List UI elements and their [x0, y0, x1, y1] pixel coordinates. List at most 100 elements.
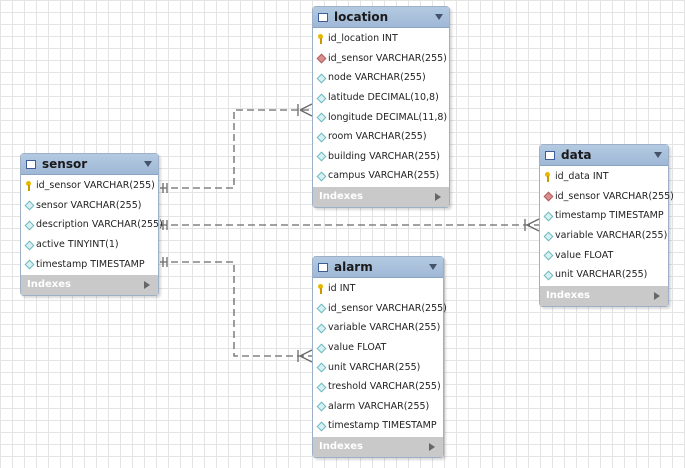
column-icon	[317, 343, 325, 353]
column-row[interactable]: node VARCHAR(255)	[313, 68, 449, 88]
table-title: sensor	[42, 157, 88, 171]
column-row[interactable]: campus VARCHAR(255)	[313, 166, 449, 186]
column-icon	[317, 93, 325, 103]
relationship-sensor-alarm[interactable]	[160, 257, 313, 363]
table-sensor[interactable]: sensor id_sensor VARCHAR(255) sensor VARC…	[20, 153, 163, 296]
expand-arrow-icon[interactable]	[144, 280, 150, 289]
table-title: alarm	[334, 260, 373, 274]
column-icon	[317, 132, 325, 142]
column-row[interactable]: unit VARCHAR(255)	[540, 265, 668, 285]
column-label: description VARCHAR(255)	[36, 219, 163, 231]
table-header[interactable]: sensor	[21, 154, 158, 175]
table-header[interactable]: data	[540, 145, 668, 166]
column-icon	[25, 259, 33, 269]
column-label: active TINYINT(1)	[36, 239, 119, 251]
column-row[interactable]: id_sensor VARCHAR(255)	[21, 176, 158, 196]
column-label: node VARCHAR(255)	[328, 72, 426, 84]
primary-key-icon	[544, 171, 552, 182]
column-row[interactable]: unit VARCHAR(255)	[313, 357, 443, 377]
column-list: id INT id_sensor VARCHAR(255) variable VAR…	[313, 278, 447, 436]
column-row[interactable]: id_sensor VARCHAR(255)	[313, 299, 447, 319]
column-row[interactable]: id_sensor VARCHAR(255)	[540, 187, 674, 207]
indexes-section[interactable]: Indexes	[313, 186, 449, 207]
column-row[interactable]: id_data INT	[540, 167, 668, 187]
column-label: value FLOAT	[328, 342, 387, 354]
relationship-sensor-location[interactable]	[160, 103, 313, 193]
column-icon	[317, 323, 325, 333]
table-location[interactable]: location id_location INT id_sensor VARCHA…	[312, 6, 450, 208]
column-label: campus VARCHAR(255)	[328, 170, 440, 182]
column-label: latitude DECIMAL(10,8)	[328, 92, 439, 104]
column-label: id_sensor VARCHAR(255)	[328, 52, 447, 64]
column-label: building VARCHAR(255)	[328, 150, 441, 162]
column-row[interactable]: value FLOAT	[313, 338, 443, 358]
table-icon	[545, 150, 555, 160]
table-alarm[interactable]: alarm id INT id_sensor VARCHAR(255) variab…	[312, 256, 447, 458]
column-label: sensor VARCHAR(255)	[36, 199, 142, 211]
expand-arrow-icon[interactable]	[435, 192, 441, 201]
column-list: id_location INT id_sensor VARCHAR(255) nod…	[313, 28, 449, 186]
collapse-arrow-icon[interactable]	[429, 264, 437, 270]
indexes-label: Indexes	[319, 441, 363, 453]
column-icon	[317, 382, 325, 392]
column-icon	[317, 421, 325, 431]
column-row[interactable]: id INT	[313, 279, 443, 299]
column-list: id_sensor VARCHAR(255) sensor VARCHAR(255…	[21, 175, 163, 274]
column-row[interactable]: sensor VARCHAR(255)	[21, 196, 158, 216]
expand-arrow-icon[interactable]	[429, 442, 435, 451]
column-row[interactable]: room VARCHAR(255)	[313, 127, 449, 147]
collapse-arrow-icon[interactable]	[435, 14, 443, 20]
expand-arrow-icon[interactable]	[654, 291, 660, 300]
column-icon	[544, 270, 552, 280]
column-row[interactable]: variable VARCHAR(255)	[313, 318, 443, 338]
table-header[interactable]: alarm	[313, 257, 443, 278]
column-icon	[317, 401, 325, 411]
column-icon	[544, 231, 552, 241]
column-label: unit VARCHAR(255)	[328, 361, 421, 373]
indexes-section[interactable]: Indexes	[21, 274, 158, 295]
column-row[interactable]: id_location INT	[313, 29, 449, 49]
column-label: id INT	[328, 283, 356, 295]
column-row[interactable]: treshold VARCHAR(255)	[313, 377, 443, 397]
column-row[interactable]: building VARCHAR(255)	[313, 147, 449, 167]
column-icon	[317, 112, 325, 122]
column-icon	[317, 171, 325, 181]
column-row[interactable]: alarm VARCHAR(255)	[313, 397, 443, 417]
column-row[interactable]: timestamp TIMESTAMP	[313, 416, 443, 436]
primary-key-icon	[25, 180, 33, 191]
table-title: data	[561, 148, 592, 162]
column-label: room VARCHAR(255)	[328, 131, 427, 143]
column-row[interactable]: timestamp TIMESTAMP	[540, 206, 668, 226]
column-icon	[544, 250, 552, 260]
indexes-section[interactable]: Indexes	[313, 436, 443, 457]
indexes-label: Indexes	[546, 290, 590, 302]
column-row[interactable]: id_sensor VARCHAR(255)	[313, 49, 449, 69]
collapse-arrow-icon[interactable]	[144, 161, 152, 167]
column-icon	[25, 240, 33, 250]
column-icon	[25, 200, 33, 210]
column-row[interactable]: latitude DECIMAL(10,8)	[313, 88, 449, 108]
column-label: treshold VARCHAR(255)	[328, 381, 441, 393]
column-row[interactable]: description VARCHAR(255)	[21, 215, 163, 235]
column-label: timestamp TIMESTAMP	[36, 258, 145, 270]
column-row[interactable]: active TINYINT(1)	[21, 235, 158, 255]
indexes-label: Indexes	[27, 279, 71, 291]
column-label: variable VARCHAR(255)	[555, 230, 668, 242]
column-row[interactable]: value FLOAT	[540, 245, 668, 265]
column-icon	[544, 211, 552, 221]
indexes-section[interactable]: Indexes	[540, 285, 668, 306]
column-row[interactable]: longitude DECIMAL(11,8)	[313, 107, 449, 127]
table-header[interactable]: location	[313, 7, 449, 28]
column-label: timestamp TIMESTAMP	[328, 420, 437, 432]
column-label: variable VARCHAR(255)	[328, 322, 441, 334]
column-row[interactable]: variable VARCHAR(255)	[540, 226, 668, 246]
collapse-arrow-icon[interactable]	[654, 152, 662, 158]
column-row[interactable]: timestamp TIMESTAMP	[21, 254, 158, 274]
column-label: id_sensor VARCHAR(255)	[36, 180, 155, 192]
relationship-sensor-data[interactable]	[160, 218, 540, 232]
table-icon	[26, 159, 36, 169]
indexes-label: Indexes	[319, 191, 363, 203]
column-label: id_sensor VARCHAR(255)	[328, 302, 447, 314]
